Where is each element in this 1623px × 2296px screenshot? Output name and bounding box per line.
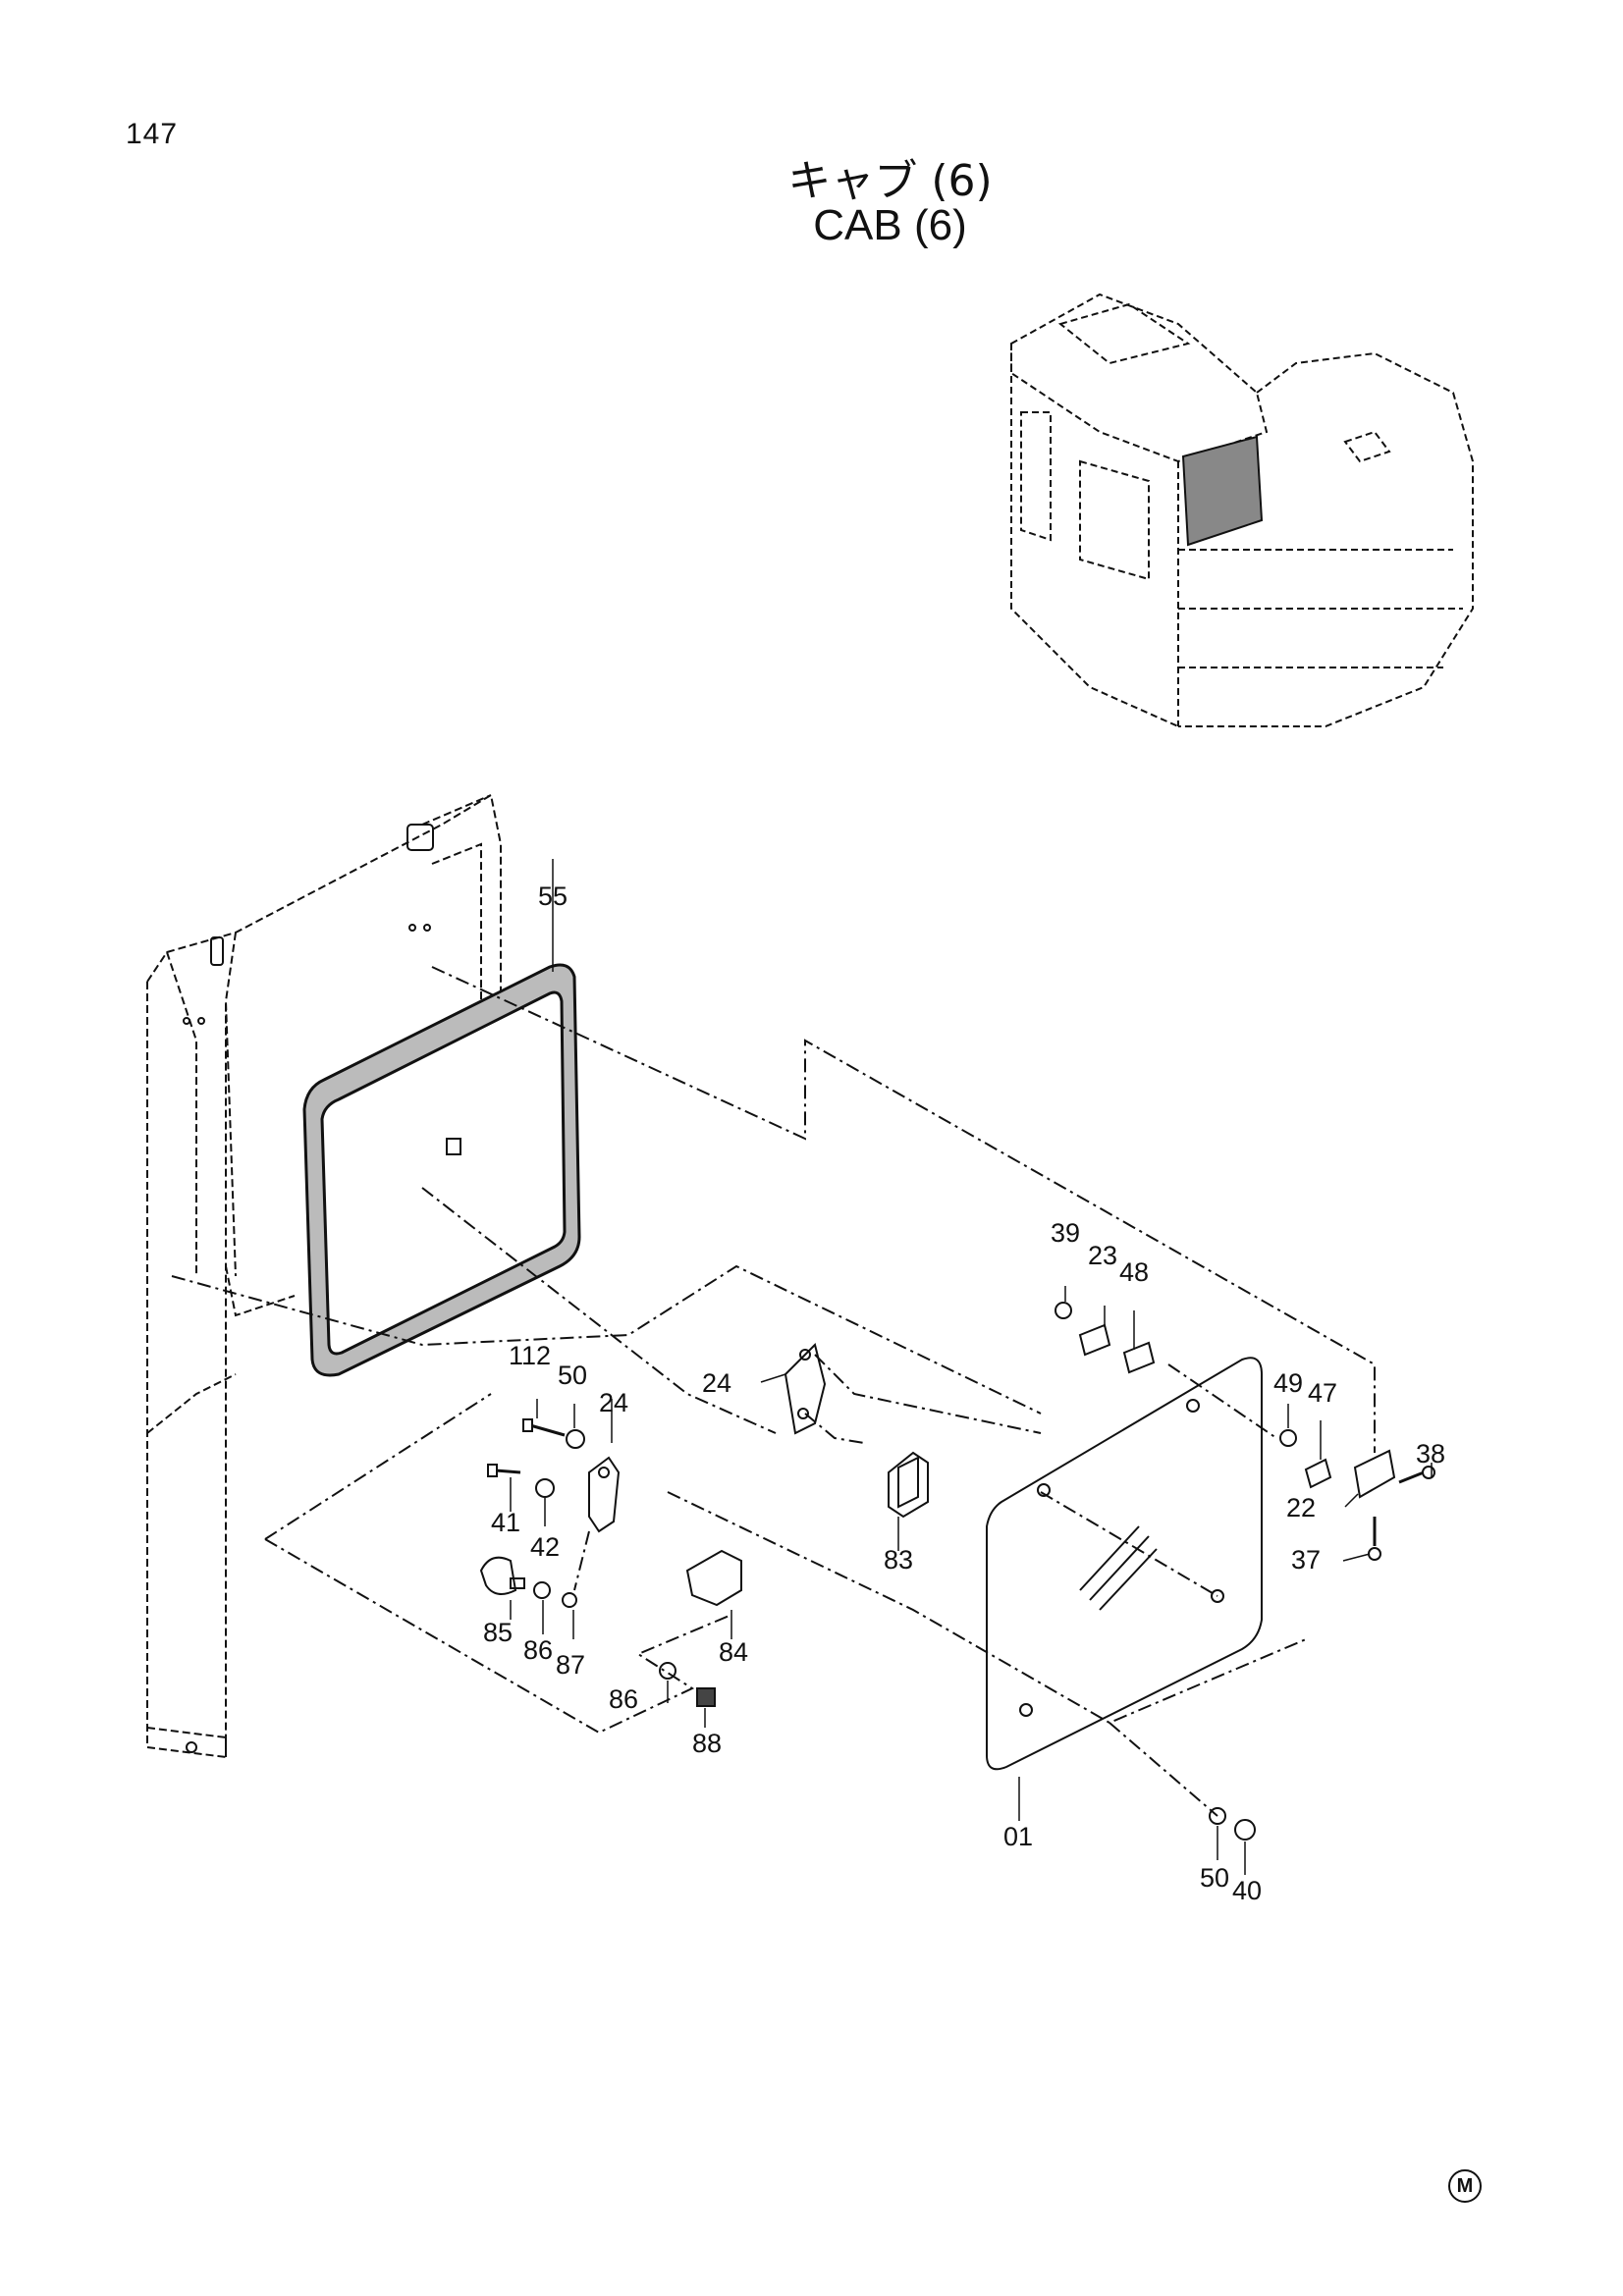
title-japanese: キャブ (6) <box>787 156 993 206</box>
label-49: 49 <box>1273 1368 1303 1398</box>
label-112: 112 <box>509 1341 551 1370</box>
label-85: 85 <box>483 1618 513 1647</box>
label-37: 37 <box>1291 1545 1321 1575</box>
page-number: 147 <box>126 118 179 150</box>
assembly-guide-lines <box>171 966 1376 1817</box>
hinge-24-front <box>588 1456 621 1533</box>
hinge-24-left <box>784 1343 827 1435</box>
window-seal-55 <box>302 963 581 1377</box>
label-24a: 24 <box>599 1388 628 1417</box>
label-48: 48 <box>1119 1257 1149 1287</box>
label-84: 84 <box>719 1637 748 1667</box>
window-glass-01 <box>986 1357 1263 1771</box>
bracket-84 <box>685 1549 742 1607</box>
label-86a: 86 <box>523 1635 553 1665</box>
label-50b: 50 <box>1200 1863 1229 1893</box>
label-86b: 86 <box>609 1684 638 1714</box>
inset-highlighted-panel <box>1181 435 1264 547</box>
latch-85 <box>479 1556 525 1595</box>
label-83: 83 <box>884 1545 913 1575</box>
label-42: 42 <box>530 1532 560 1562</box>
label-38: 38 <box>1416 1439 1445 1468</box>
leader-lines <box>510 859 1433 1875</box>
label-39: 39 <box>1051 1218 1080 1248</box>
label-50a: 50 <box>558 1361 587 1390</box>
label-24b: 24 <box>702 1368 731 1398</box>
label-41: 41 <box>491 1508 520 1537</box>
label-55: 55 <box>538 881 568 911</box>
label-88: 88 <box>692 1729 722 1758</box>
label-40: 40 <box>1232 1876 1262 1905</box>
label-47: 47 <box>1308 1378 1337 1408</box>
label-22: 22 <box>1286 1493 1316 1522</box>
frame-latch-slot <box>446 1138 461 1155</box>
label-01: 01 <box>1003 1822 1033 1851</box>
label-87: 87 <box>556 1650 585 1680</box>
cab-frame-details <box>183 824 434 1753</box>
label-23: 23 <box>1088 1241 1117 1270</box>
bracket-83 <box>888 1451 929 1519</box>
title-english: CAB (6) <box>813 201 967 249</box>
excavator-overview-inset <box>1010 293 1474 727</box>
corner-mark: M <box>1448 2169 1482 2203</box>
part-labels: 55 39 23 48 112 50 24 24 41 42 83 49 47 … <box>483 881 1445 1905</box>
